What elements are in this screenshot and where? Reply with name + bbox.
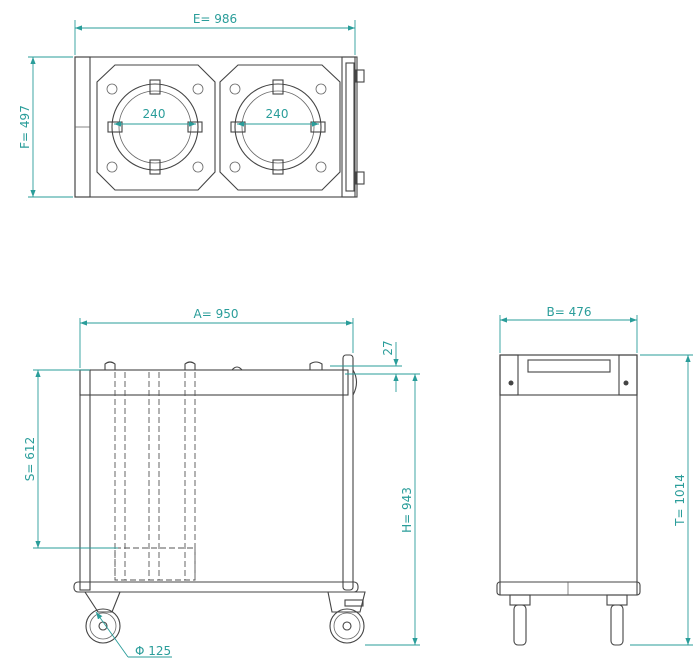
- dimension-f-label: F= 497: [18, 105, 32, 149]
- side-view: B= 476 T= 1014: [496, 305, 693, 646]
- caster-left: [83, 591, 121, 644]
- plate-holder-left: [96, 64, 216, 191]
- dimension-t-label: T= 1014: [673, 474, 687, 527]
- caster-side-right: [606, 594, 628, 646]
- dashed-tubes: [114, 372, 196, 581]
- tube-diameter-left-label: 240: [143, 107, 166, 121]
- dimension-a-label: A= 950: [194, 307, 239, 321]
- caster-side-left: [509, 594, 531, 646]
- wheel-diameter-label: Φ 125: [135, 644, 171, 658]
- dimension-b-label: B= 476: [546, 305, 591, 319]
- front-view: A= 950 27 S= 612 H= 943 Φ 125: [23, 307, 420, 658]
- plate-holder-right: [219, 64, 341, 191]
- tube-diameter-right-label: 240: [266, 107, 289, 121]
- dimension-e-label: E= 986: [193, 12, 237, 26]
- caster-right: [327, 591, 366, 644]
- dimension-s-label: S= 612: [23, 437, 37, 481]
- dimension-h-label: H= 943: [400, 487, 414, 533]
- dimension-offset-label: 27: [381, 340, 395, 355]
- top-view: E= 986 F= 497 240 240: [18, 12, 365, 198]
